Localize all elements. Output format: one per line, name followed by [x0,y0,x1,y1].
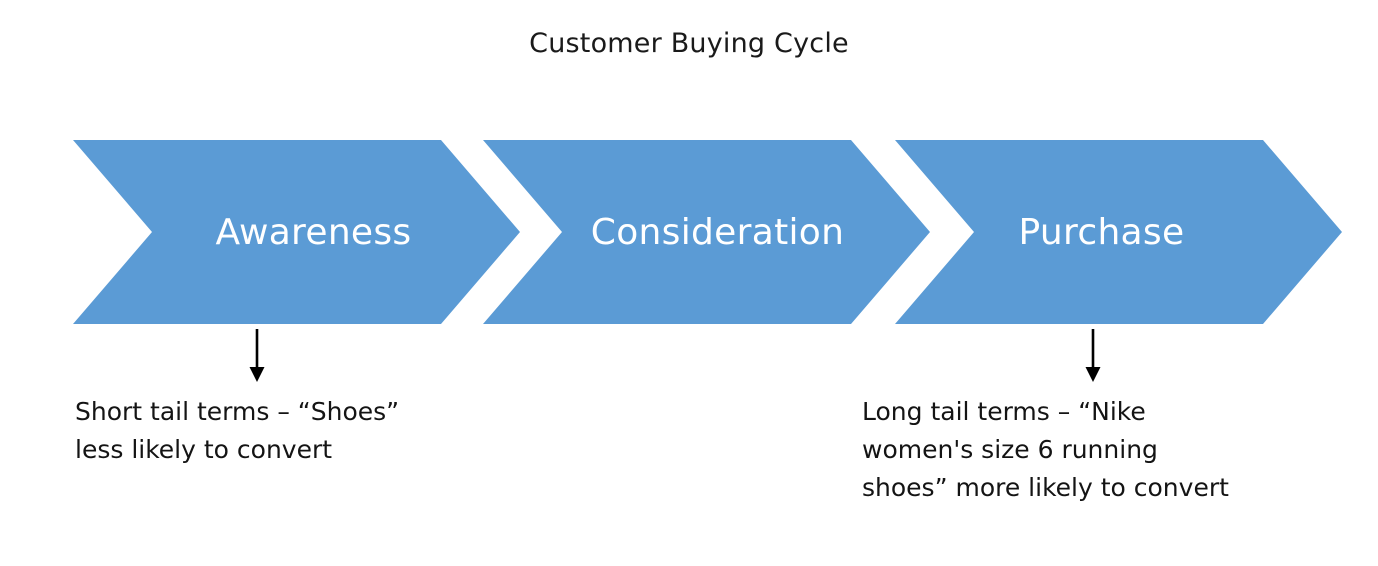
annotation-purchase-line-3: shoes” more likely to convert [862,473,1229,502]
connector-arrow-purchase [1080,329,1106,383]
stage-label-purchase: Purchase [1018,211,1185,253]
process-chevron-band: Awareness Consideration Purchase [0,140,1378,324]
page-title: Customer Buying Cycle [529,28,849,59]
stage-label-awareness: Awareness [215,211,412,253]
stage-label-consideration: Consideration [590,211,845,253]
annotation-awareness-line-1: Short tail terms – “Shoes” [75,397,400,426]
annotation-purchase-line-2: women's size 6 running [862,435,1158,464]
stage-chevron-awareness[interactable]: Awareness [73,140,520,324]
annotation-awareness: Short tail terms – “Shoes” less likely t… [75,393,399,469]
annotation-awareness-line-2: less likely to convert [75,435,333,464]
stage-chevron-consideration[interactable]: Consideration [483,140,930,324]
annotation-purchase: Long tail terms – “Nike women's size 6 r… [862,393,1229,507]
annotation-purchase-line-1: Long tail terms – “Nike [862,397,1146,426]
connector-arrow-awareness [244,329,270,383]
stage-chevron-purchase[interactable]: Purchase [895,140,1342,324]
